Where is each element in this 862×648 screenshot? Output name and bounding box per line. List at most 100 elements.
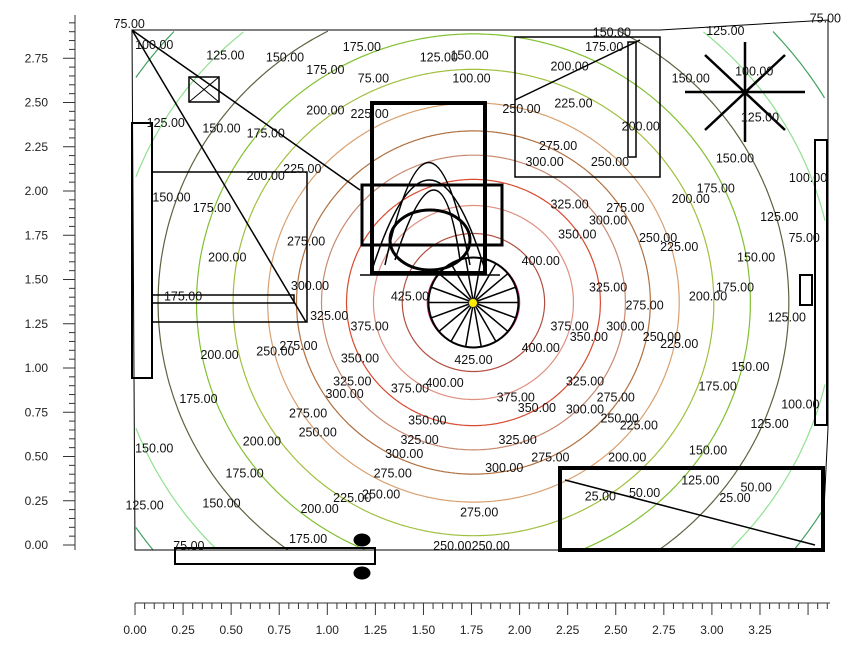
contour-label: 250.00: [256, 344, 294, 358]
contour-label: 275.00: [597, 390, 635, 404]
contour-label: 225.00: [283, 162, 321, 176]
ceiling-fixture: [188, 76, 220, 103]
contour-label: 300.00: [589, 213, 627, 227]
beam-spoke: [438, 301, 474, 333]
contour-label: 300.00: [291, 279, 329, 293]
contour-label: 175.00: [193, 201, 231, 215]
contour-label: 350.00: [408, 413, 446, 427]
contour-label: 75.00: [114, 17, 145, 31]
x-tick-label: 3.00: [700, 623, 724, 637]
beam-spoke: [472, 273, 509, 304]
y-axis: 0.000.250.500.751.001.251.501.752.002.25…: [25, 15, 76, 552]
contour-label: 275.00: [625, 298, 663, 312]
contour-label: 250.00: [362, 488, 400, 502]
contour-label: 25.00: [719, 491, 750, 505]
x-tick-label: 1.25: [364, 623, 388, 637]
contour-label: 75.00: [810, 12, 841, 26]
contour-label: 300.00: [566, 403, 604, 417]
contour-label: 150.00: [716, 151, 754, 165]
y-tick-label: 1.00: [25, 361, 49, 375]
contour-label: 325.00: [400, 433, 438, 447]
beam-spoke: [450, 263, 475, 303]
y-tick-label: 2.00: [25, 184, 49, 198]
contour-label: 425.00: [454, 353, 492, 367]
x-tick-label: 0.50: [219, 623, 243, 637]
contour-label: 200.00: [672, 192, 710, 206]
contour-label: 225.00: [660, 337, 698, 351]
contour-label: 75.00: [789, 231, 820, 245]
y-tick-label: 0.50: [25, 450, 49, 464]
x-tick-label: 1.00: [316, 623, 340, 637]
contour-label: 250.00: [433, 539, 471, 553]
contour-label: 250.00: [639, 231, 677, 245]
contour-label: 150.00: [737, 250, 775, 264]
x-tick-label: 0.00: [123, 623, 147, 637]
contour-label: 200.00: [200, 348, 238, 362]
y-tick-label: 2.25: [25, 140, 49, 154]
contour-label: 350.00: [341, 351, 379, 365]
luminaire-beam: [427, 256, 520, 349]
contour-label: 150.00: [450, 49, 488, 63]
contour-label: 200.00: [247, 169, 285, 183]
contour-label: 175.00: [697, 181, 735, 195]
x-tick-label: 2.75: [652, 623, 676, 637]
contour-label: 50.00: [740, 481, 771, 495]
contour-label: 250.00: [600, 412, 638, 426]
compass-icon: [685, 42, 805, 142]
contour-label: 25.00: [585, 489, 616, 503]
beam-spoke: [430, 301, 474, 319]
contour-label: 100.00: [452, 72, 490, 86]
contour-label: 250.00: [591, 155, 629, 169]
contour-label: 275.00: [539, 139, 577, 153]
luminaire-point: [468, 298, 478, 308]
contour-label: 225.00: [350, 107, 388, 121]
beam-spoke: [438, 273, 474, 304]
contour-label: 125.00: [706, 24, 744, 38]
contour-label: 175.00: [289, 532, 327, 546]
contour-label: 125.00: [147, 116, 185, 130]
window: [514, 36, 661, 178]
contour-label: 250.00: [502, 102, 540, 116]
contour-label: 275.00: [374, 466, 412, 480]
contour-label: 250.00: [472, 539, 510, 553]
y-tick-label: 2.75: [25, 51, 49, 65]
x-tick-label: 1.50: [412, 623, 436, 637]
contour-label: 225.00: [620, 419, 658, 433]
x-tick-label: 0.25: [171, 623, 195, 637]
room-outline: [131, 19, 829, 551]
desk-chair: [370, 101, 487, 275]
beam-spoke: [472, 302, 483, 347]
contour-label: 75.00: [173, 539, 204, 553]
contour-label: 175.00: [699, 380, 737, 394]
beam-spoke: [430, 286, 474, 304]
x-tick-label: 0.75: [268, 623, 292, 637]
contour-label: 325.00: [566, 374, 604, 388]
x-tick-label: 3.25: [748, 623, 772, 637]
contour-label: 300.00: [606, 320, 644, 334]
contour-label: 125.00: [420, 50, 458, 64]
y-tick-label: 0.00: [25, 538, 49, 552]
contour-label: 375.00: [391, 381, 429, 395]
contour-label: 275.00: [606, 201, 644, 215]
contour-label: 250.00: [643, 330, 681, 344]
beam-spoke: [472, 258, 483, 303]
bed: [151, 171, 308, 323]
contour-label: 150.00: [672, 72, 710, 86]
contour-label: 400.00: [522, 254, 560, 268]
contour-label: 175.00: [247, 127, 285, 141]
contour-label: 50.00: [629, 486, 660, 500]
beam-spoke: [473, 286, 516, 304]
y-tick-label: 2.50: [25, 96, 49, 110]
contour-label: 125.00: [741, 111, 779, 125]
contour-label: 200.00: [243, 435, 281, 449]
radiator: [174, 547, 376, 565]
room-furniture: [131, 19, 829, 580]
contour-225: [195, 33, 751, 551]
contour-label: 325.00: [333, 374, 371, 388]
contour-300: [295, 130, 651, 475]
contour-label: 275.00: [289, 406, 327, 420]
beam-spoke: [464, 258, 475, 303]
